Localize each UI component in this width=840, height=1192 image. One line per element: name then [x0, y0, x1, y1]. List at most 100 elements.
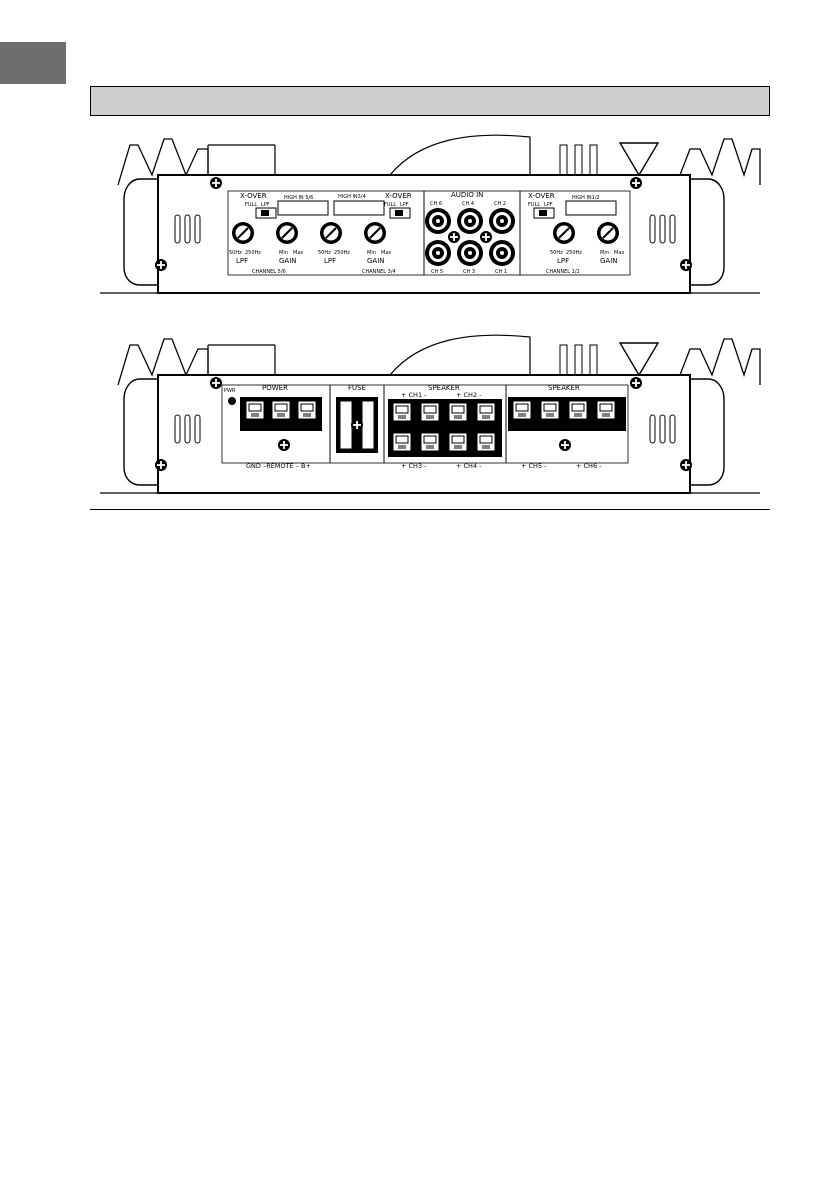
full-label: FULL [384, 202, 396, 208]
freq-min-label: 50Hz [318, 250, 331, 256]
gain-min-label: Min [279, 250, 288, 256]
freq-min-label: 50Hz [229, 250, 242, 256]
terminal-screw-icon[interactable] [271, 400, 291, 420]
speaker-ch6-label: + CH6 - [576, 462, 602, 470]
rca-label-ch1: CH 1 [495, 269, 507, 275]
screw-icon [479, 230, 493, 244]
lpf-label: LPF [557, 257, 569, 265]
terminal-screw-icon[interactable] [392, 402, 412, 422]
gain-label: GAIN [279, 257, 297, 265]
audio-in-title: AUDIO IN [451, 191, 483, 199]
rca-jack-icon[interactable] [457, 208, 483, 234]
lpf-knob-icon[interactable] [319, 221, 343, 245]
high-in-connector[interactable] [333, 200, 385, 216]
xover-label: X-OVER [528, 192, 555, 200]
screw-icon [558, 438, 572, 452]
audio-in-section: AUDIO IN CH 6 CH 4 CH 2 CH 5 CH 3 CH 1 [425, 191, 515, 275]
gain-knob-icon[interactable] [596, 221, 620, 245]
screw-icon [154, 258, 168, 272]
language-tab [0, 42, 66, 84]
xover-label: X-OVER [385, 192, 412, 200]
terminal-screw-icon[interactable] [420, 432, 440, 452]
channel-label: CHANNEL 5/6 [252, 269, 286, 275]
full-label: FULL [528, 202, 540, 208]
screw-icon [629, 376, 643, 390]
lpf-label: LPF [324, 257, 336, 265]
screw-icon [350, 418, 364, 432]
front-panel: X-OVER HIGH IN 5/6 FULL LPF 50Hz 250Hz L… [100, 135, 760, 293]
power-terminal-labels: GND –REMOTE – B+ [246, 462, 311, 470]
speaker-ch3-label: + CH3 - [401, 462, 427, 470]
terminal-screw-icon[interactable] [392, 432, 412, 452]
amplifier-illustration: X-OVER HIGH IN 5/6 FULL LPF 50Hz 250Hz L… [90, 117, 770, 509]
high-in-connector[interactable] [565, 200, 617, 216]
power-led-icon [228, 397, 236, 405]
freq-min-label: 50Hz [550, 250, 563, 256]
terminal-screw-icon[interactable] [596, 400, 616, 420]
channel-label: CHANNEL 1/2 [546, 269, 580, 275]
screw-icon [447, 230, 461, 244]
lpf-switch-label: LPF [400, 202, 409, 208]
full-label: FULL [245, 202, 257, 208]
channel-3-4-controls: HIGH IN3/4 X-OVER FULL LPF 50Hz 250Hz LP… [318, 192, 412, 275]
rca-label-ch2: CH 2 [494, 201, 506, 207]
screw-icon [277, 438, 291, 452]
rca-jack-icon[interactable] [457, 240, 483, 266]
fuse-icon[interactable] [361, 400, 375, 450]
lpf-switch-label: LPF [261, 202, 270, 208]
screw-icon [679, 458, 693, 472]
fuse-icon[interactable] [339, 400, 353, 450]
rca-jack-icon[interactable] [425, 208, 451, 234]
lpf-switch-label: LPF [544, 202, 553, 208]
terminal-screw-icon[interactable] [245, 400, 265, 420]
terminal-screw-icon[interactable] [297, 400, 317, 420]
terminal-screw-icon[interactable] [448, 402, 468, 422]
screw-icon [209, 376, 223, 390]
terminal-screw-icon[interactable] [420, 402, 440, 422]
rca-jack-icon[interactable] [489, 208, 515, 234]
speaker-ch2-label: + CH2 - [456, 391, 482, 399]
gain-min-label: Min [600, 250, 609, 256]
rca-label-ch4: CH 4 [462, 201, 474, 207]
gain-knob-icon[interactable] [275, 221, 299, 245]
speaker-ch4-label: + CH4 - [456, 462, 482, 470]
rca-jack-icon[interactable] [425, 240, 451, 266]
bottom-rule [90, 509, 770, 510]
lpf-knob-icon[interactable] [231, 221, 255, 245]
fuse-title: FUSE [348, 384, 366, 392]
xover-label: X-OVER [240, 192, 267, 200]
gain-min-label: Min [367, 250, 376, 256]
gain-max-label: Max [614, 250, 624, 256]
pwr-label: PWR [224, 388, 236, 394]
channel-label: CHANNEL 3/4 [362, 269, 396, 275]
terminal-screw-icon[interactable] [540, 400, 560, 420]
freq-max-label: 250Hz [334, 250, 350, 256]
power-title: POWER [262, 384, 288, 392]
rca-label-ch3: CH 3 [463, 269, 475, 275]
rca-label-ch6: CH 6 [430, 201, 442, 207]
terminal-screw-icon[interactable] [476, 402, 496, 422]
terminal-screw-icon[interactable] [512, 400, 532, 420]
rear-panel: PWR POWER GND –REMOTE – B+ FUSE SPEAKER … [100, 335, 760, 493]
section-header-bar [90, 86, 770, 116]
rca-jack-icon[interactable] [489, 240, 515, 266]
freq-max-label: 250Hz [245, 250, 261, 256]
gain-label: GAIN [600, 257, 618, 265]
screw-icon [209, 176, 223, 190]
gain-label: GAIN [367, 257, 385, 265]
speaker-ch1-label: + CH1 - [401, 391, 427, 399]
gain-max-label: Max [381, 250, 391, 256]
lpf-label: LPF [236, 257, 248, 265]
channel-1-2-controls: X-OVER HIGH IN1/2 FULL LPF 50Hz 250Hz LP… [528, 192, 624, 275]
freq-max-label: 250Hz [566, 250, 582, 256]
terminal-screw-icon[interactable] [568, 400, 588, 420]
terminal-screw-icon[interactable] [476, 432, 496, 452]
high-in-connector[interactable] [277, 200, 329, 216]
terminal-screw-icon[interactable] [448, 432, 468, 452]
screw-icon [629, 176, 643, 190]
lpf-knob-icon[interactable] [552, 221, 576, 245]
screw-icon [679, 258, 693, 272]
gain-knob-icon[interactable] [363, 221, 387, 245]
high-in-label: HIGH IN 5/6 [284, 195, 313, 201]
rca-label-ch5: CH 5 [431, 269, 443, 275]
